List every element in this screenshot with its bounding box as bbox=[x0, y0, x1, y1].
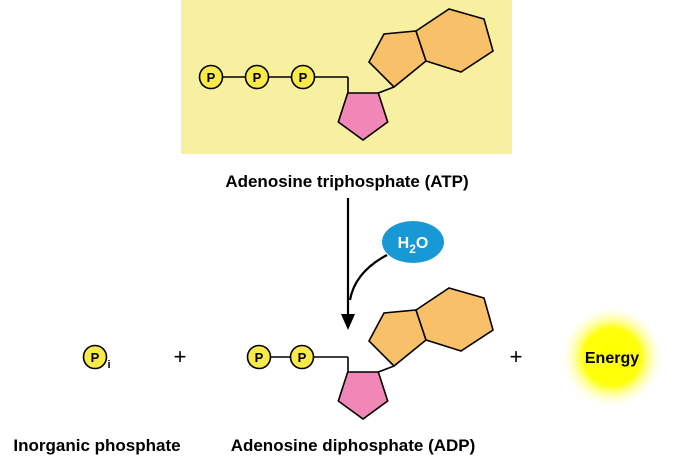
inorganic-phosphate: P i bbox=[82, 344, 111, 371]
inorganic-phosphate-label: Inorganic phosphate bbox=[13, 436, 180, 455]
energy-label: Energy bbox=[585, 350, 639, 367]
energy-glow bbox=[560, 305, 664, 409]
phosphate-circle bbox=[246, 344, 272, 370]
water-subscript-text: 2 bbox=[409, 242, 416, 256]
phosphate-circle bbox=[82, 344, 108, 370]
phosphate-symbol: P bbox=[299, 70, 308, 85]
atp-label: Adenosine triphosphate (ATP) bbox=[225, 172, 468, 191]
phosphate-symbol: P bbox=[298, 350, 307, 365]
adenine-pentagon bbox=[368, 30, 427, 89]
water-label: H2O bbox=[398, 235, 429, 256]
phosphate-circle bbox=[244, 64, 270, 90]
plus-sign: + bbox=[510, 344, 523, 369]
ribose-pentagon bbox=[337, 371, 389, 420]
adenine-hexagon bbox=[415, 8, 494, 73]
adenine-hexagon bbox=[415, 287, 494, 352]
plus-sign: + bbox=[174, 344, 187, 369]
adp-label: Adenosine diphosphate (ADP) bbox=[231, 436, 476, 455]
phosphate-circle bbox=[198, 64, 224, 90]
phosphate-circle bbox=[290, 64, 316, 90]
phosphate-symbol: P bbox=[253, 70, 262, 85]
hydrolysis-arrow bbox=[341, 198, 388, 330]
water-entry-curve bbox=[348, 254, 388, 301]
adenine-pentagon bbox=[368, 309, 427, 368]
phosphate-symbol: P bbox=[91, 350, 100, 365]
reaction-arrow-head bbox=[341, 314, 355, 330]
ribose-pentagon bbox=[337, 92, 389, 141]
atp-structure: P P P bbox=[198, 8, 494, 141]
water-o-text: O bbox=[416, 235, 428, 252]
ribose-adenine-bond bbox=[378, 86, 395, 94]
energy-burst: Energy bbox=[560, 305, 664, 409]
water-h-text: H bbox=[398, 235, 410, 252]
water-molecule: H2O bbox=[382, 221, 444, 263]
adp-structure: P P bbox=[246, 287, 494, 420]
phosphate-symbol: P bbox=[207, 70, 216, 85]
phosphate-circle bbox=[289, 344, 315, 370]
phosphate-symbol: P bbox=[255, 350, 264, 365]
inorganic-subscript: i bbox=[107, 359, 110, 371]
ribose-adenine-bond bbox=[378, 365, 395, 373]
water-ellipse bbox=[382, 221, 444, 263]
